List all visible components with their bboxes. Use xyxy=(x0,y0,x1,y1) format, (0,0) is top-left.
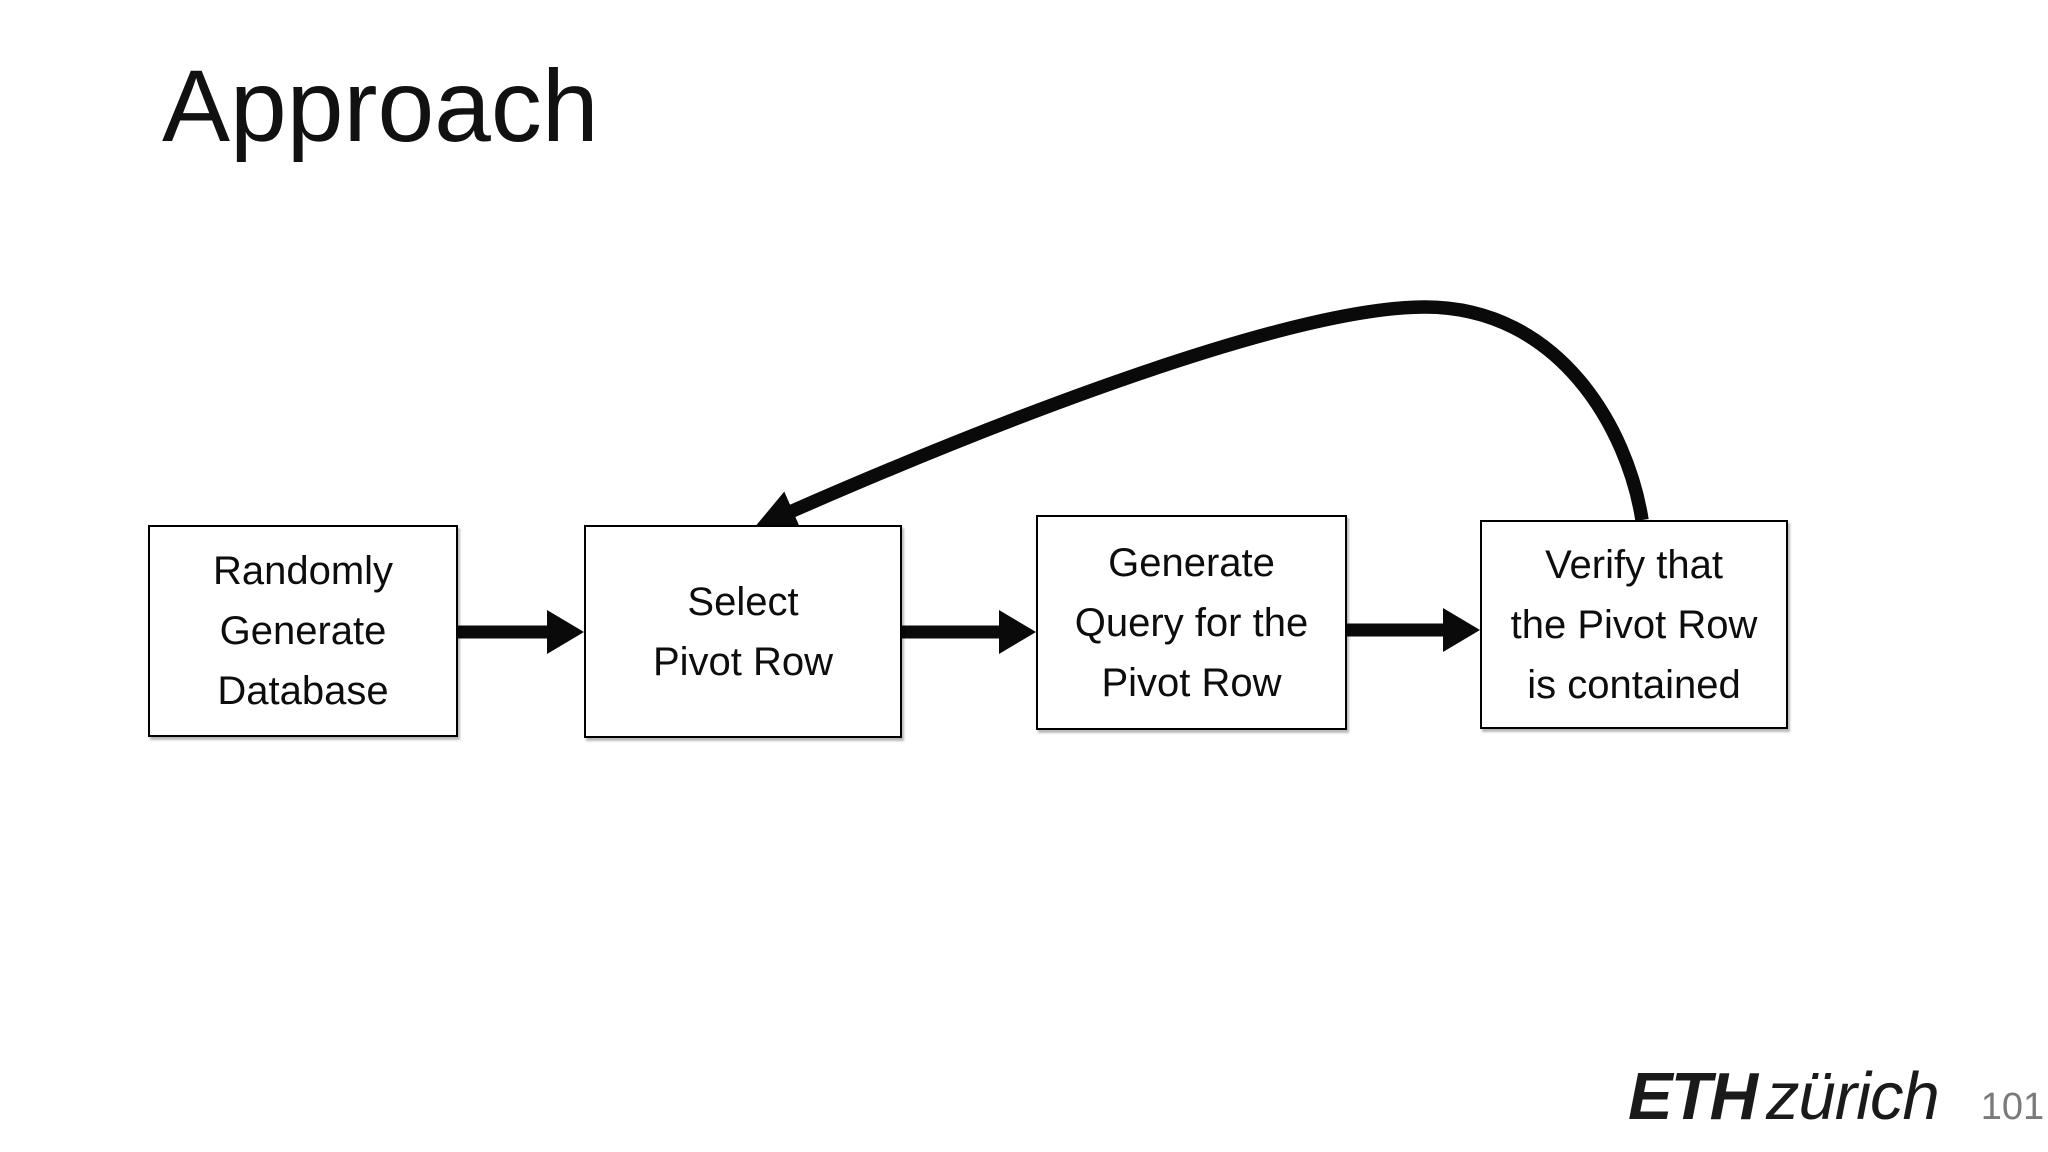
flow-arrow-3 xyxy=(1347,608,1480,652)
box-label: Generate Query for the Pivot Row xyxy=(1074,540,1309,705)
flowchart-box-select-pivot-row: Select Pivot Row xyxy=(584,525,902,738)
eth-logo-city: zürich xyxy=(1766,1059,1940,1134)
footer: ETH zürich 101 xyxy=(1628,1058,2044,1135)
flowchart-box-randomly-generate-database: Randomly Generate Database xyxy=(148,525,458,737)
flow-arrow-1 xyxy=(458,610,584,654)
flowchart-box-verify-contained: Verify that the Pivot Row is contained xyxy=(1480,520,1788,729)
loop-arrow-verify-to-select xyxy=(754,300,1649,531)
box-label: Randomly Generate Database xyxy=(212,549,394,713)
eth-logo: ETH xyxy=(1628,1059,1758,1134)
slide-page-number: 101 xyxy=(1980,1086,2045,1128)
box-label: Verify that the Pivot Row is contained xyxy=(1510,542,1758,707)
flow-arrow-2 xyxy=(902,610,1036,654)
slide-title: Approach xyxy=(162,49,599,163)
flowchart-box-generate-query: Generate Query for the Pivot Row xyxy=(1036,515,1347,730)
box-label: Select Pivot Row xyxy=(652,579,834,684)
